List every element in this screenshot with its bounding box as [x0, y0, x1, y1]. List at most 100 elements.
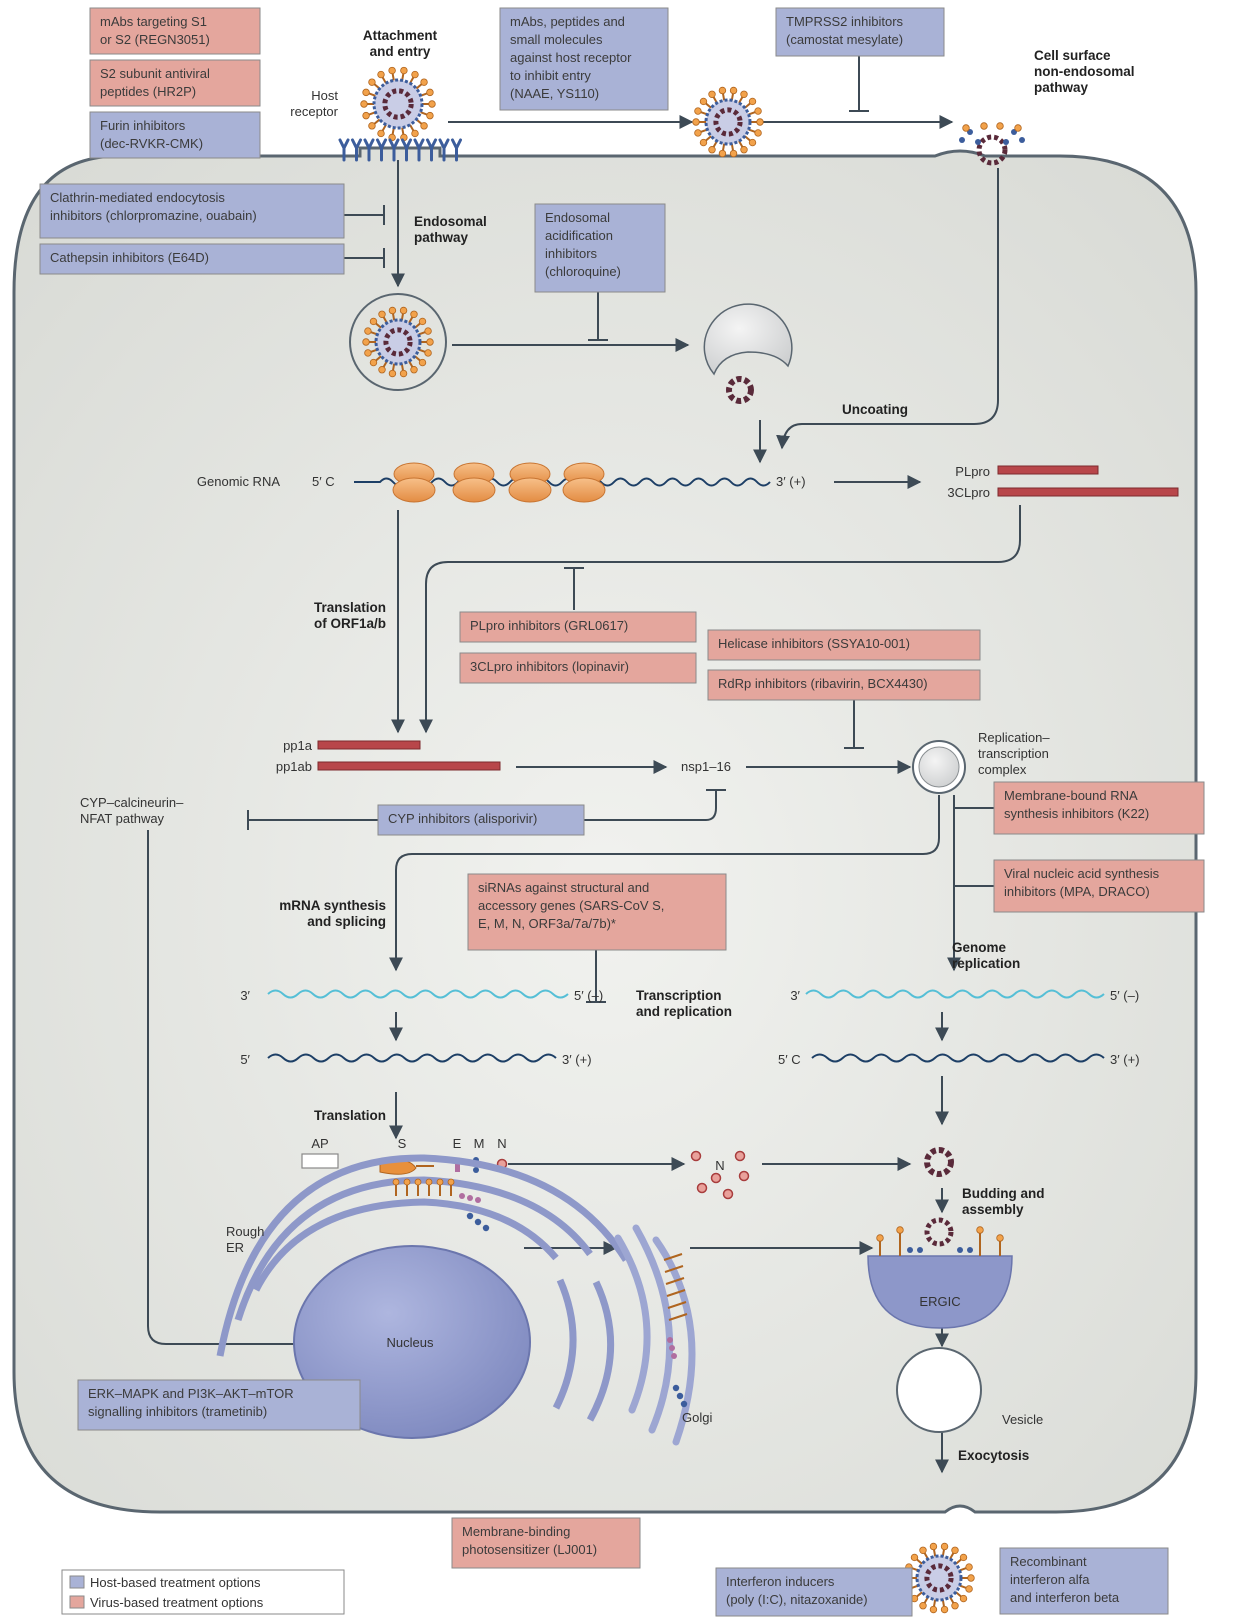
vesicle-label: Vesicle [1002, 1412, 1043, 1427]
legend-host-label: Host-based treatment options [90, 1575, 261, 1590]
translation-label: Translation [314, 1108, 386, 1123]
assembling-nucleocapsid [924, 1147, 954, 1177]
clpro-inh-box: 3CLpro inhibitors (lopinavir) [459, 652, 697, 684]
five-prime-cap-label: 5′ C [312, 474, 335, 489]
positive-strand-right [811, 1053, 1105, 1063]
host-receptors [338, 138, 462, 162]
protease-bars [317, 465, 1179, 771]
legend: Host-based treatment optionsVirus-based … [61, 1569, 345, 1615]
receptor-icon [413, 138, 425, 162]
legend-frame [61, 1569, 345, 1615]
negative-strand-right [805, 989, 1105, 999]
ergic-membrane-proteins [876, 1217, 1004, 1256]
nsp-label: nsp1–16 [681, 759, 731, 774]
cyp-inh-box: CYP inhibitors (alisporivir) [377, 804, 585, 836]
ifn-inducers-box: Interferon inducers(poly (I:C), nitazoxa… [715, 1567, 913, 1617]
receptor-icon [426, 138, 437, 162]
positive-strand-left [267, 1053, 557, 1063]
ribosome [562, 462, 606, 503]
s-protein-label: S [398, 1136, 407, 1151]
entering-virion [692, 86, 764, 158]
right-3prime-label: 3′ [790, 988, 800, 1003]
n-cluster-label: N [715, 1158, 724, 1173]
golgi [614, 1224, 696, 1446]
rdrp-text: RdRp inhibitors (ribavirin, BCX4430) [718, 676, 928, 691]
rdrp-box: RdRp inhibitors (ribavirin, BCX4430) [707, 669, 981, 701]
ribosome [452, 462, 496, 503]
cyp-inh-text: CYP inhibitors (alisporivir) [388, 811, 537, 826]
fusing-virion [959, 122, 1025, 166]
pp1a-bar [317, 740, 421, 750]
legend-virus-label: Virus-based treatment options [90, 1595, 264, 1610]
replication-transcription-complex [912, 740, 966, 794]
endosomal-virion [362, 306, 434, 378]
receptor-icon [438, 138, 450, 162]
ribosome [392, 462, 436, 503]
3clpro-bar [997, 487, 1179, 497]
ergic [867, 1255, 1013, 1329]
nucleus-label: Nucleus [387, 1335, 434, 1350]
pp1ab-bar [317, 761, 501, 771]
pp1ab-label: pp1ab [276, 759, 312, 774]
m-protein-label: M [474, 1136, 485, 1151]
helicase-box: Helicase inhibitors (SSYA10-001) [707, 629, 981, 661]
cell-membrane [12, 146, 1198, 1514]
left-5prime-minus-label: 5′ (–) [574, 988, 603, 1003]
pathway-arrows [147, 115, 1021, 1474]
e-protein [455, 1158, 460, 1172]
cyp-pathway-label: CYP–calcineurin–NFAT pathway [80, 795, 184, 826]
receptor-icon [363, 138, 375, 162]
3clpro-label: 3CLpro [947, 485, 990, 500]
pp1a-label: pp1a [283, 738, 313, 753]
negative-strand-left [267, 989, 569, 999]
three-prime-positive-label: 3′ (+) [776, 474, 806, 489]
golgi-membrane-proteins [663, 1253, 688, 1408]
ap-protein [301, 1153, 339, 1169]
receptor-icon [338, 138, 350, 162]
ergic-label: ERGIC [919, 1294, 960, 1309]
ribosome [508, 462, 552, 503]
furin-box: Furin inhibitors(dec-RVKR-CMK) [89, 111, 261, 159]
receptor-icon [401, 138, 412, 162]
uncoated-genome [726, 376, 754, 404]
right-3prime-plus-label: 3′ (+) [1110, 1052, 1140, 1067]
e-protein-label: E [453, 1136, 462, 1151]
endosome [703, 303, 793, 376]
attaching-virion [360, 66, 436, 142]
receptor-icon [351, 138, 362, 162]
er-membrane-proteins [392, 1178, 490, 1232]
plpro-bar [997, 465, 1099, 475]
receptor-icon [388, 138, 400, 162]
released-virion [903, 1542, 975, 1614]
uncoating-label: Uncoating [842, 402, 908, 417]
